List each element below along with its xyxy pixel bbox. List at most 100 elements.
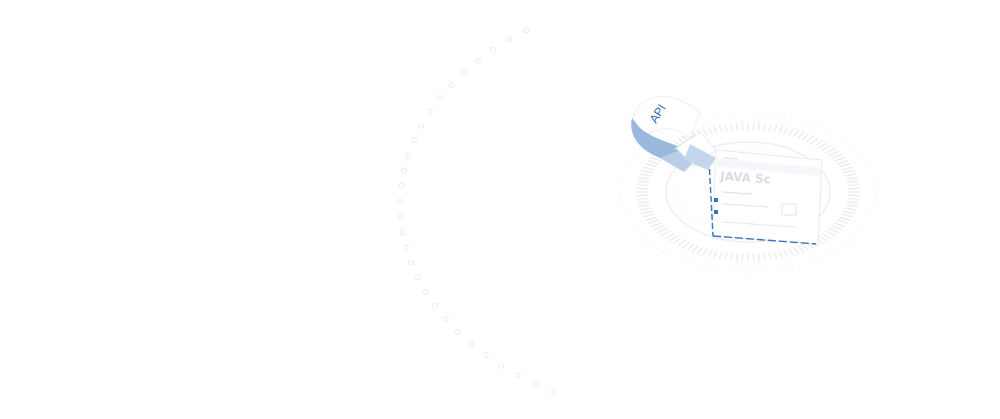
- ring-tick: [768, 252, 772, 261]
- arc-dot: [426, 108, 433, 115]
- ribbon-icon: API: [631, 95, 701, 172]
- arc-dot: [411, 137, 417, 144]
- ring-tick: [664, 232, 674, 240]
- ring-tick: [802, 133, 810, 141]
- ring-tick: [643, 166, 655, 171]
- ring-tick: [839, 163, 851, 168]
- ring-tick: [707, 126, 713, 135]
- ring-tick: [768, 123, 772, 132]
- ring-tick: [844, 173, 857, 177]
- ring-tick: [686, 243, 694, 251]
- ring-tick: [741, 253, 744, 262]
- ring-tick: [763, 123, 767, 131]
- ring-tick: [752, 122, 755, 131]
- ring-tick: [650, 156, 662, 162]
- ring-tick: [802, 243, 810, 251]
- ring-tick: [844, 207, 857, 211]
- ring-tick: [653, 225, 665, 231]
- ring-tick: [668, 235, 678, 242]
- arc-dot: [475, 57, 481, 64]
- window-title-text: JAVA Sc: [719, 169, 771, 187]
- ring-tick: [828, 150, 839, 157]
- arc-dot: [418, 122, 425, 129]
- ring-tick: [641, 210, 654, 215]
- arc-dot: [397, 198, 403, 205]
- ring-tick: [788, 128, 795, 136]
- ring-tick: [773, 251, 778, 260]
- ring-tick: [839, 216, 851, 221]
- ring-tick: [741, 122, 744, 131]
- ring-tick: [757, 253, 761, 262]
- ring-tick: [650, 222, 662, 228]
- ring-tick: [783, 126, 789, 135]
- ring-tick: [845, 177, 858, 180]
- ring-tick: [696, 246, 704, 255]
- ring-tick: [718, 251, 723, 260]
- ring-tick: [814, 139, 824, 147]
- ring-tick: [757, 122, 761, 131]
- ring-tick: [846, 180, 859, 183]
- arc-dot: [532, 381, 539, 388]
- ring-tick: [638, 204, 651, 207]
- dotted-arc-decoration: [397, 27, 557, 395]
- ring-tick: [810, 137, 819, 145]
- arc-dot: [401, 167, 407, 174]
- browser-window-icon: JAVA Sc: [708, 149, 823, 245]
- ring-tick: [643, 213, 655, 218]
- ring-tick: [834, 222, 846, 228]
- ring-tick: [822, 232, 832, 240]
- ring-tick: [701, 248, 708, 256]
- ring-tick: [701, 128, 708, 136]
- arc-dot: [422, 288, 429, 295]
- ring-tick: [657, 227, 668, 234]
- arc-dot: [515, 372, 521, 379]
- arc-dot: [442, 316, 449, 323]
- ring-tick: [645, 163, 657, 168]
- arc-dot: [432, 302, 438, 309]
- ring-tick: [846, 201, 859, 204]
- ring-tick: [729, 123, 733, 131]
- arc-dot: [408, 259, 414, 266]
- ring-tick: [724, 252, 728, 261]
- ring-tick: [639, 207, 652, 211]
- ring-tick: [735, 253, 739, 262]
- arc-dot: [403, 244, 409, 251]
- ring-tick: [792, 129, 800, 138]
- arc-dot: [414, 274, 421, 281]
- arc-dot: [397, 213, 404, 220]
- arc-dot: [461, 69, 467, 76]
- ring-tick: [677, 239, 686, 247]
- ring-tick: [712, 250, 718, 259]
- ring-tick: [752, 253, 755, 262]
- ring-tick: [648, 159, 660, 165]
- ring-tick: [825, 230, 836, 237]
- ring-tick: [788, 248, 795, 256]
- arc-dot: [398, 182, 405, 189]
- arc-dot: [506, 36, 513, 43]
- ring-tick: [778, 125, 784, 134]
- ring-tick: [724, 123, 728, 132]
- arc-dot: [551, 389, 557, 395]
- ring-tick: [845, 204, 858, 207]
- ring-tick: [797, 245, 805, 253]
- ring-tick: [763, 253, 767, 261]
- ring-tick: [836, 219, 848, 225]
- ring-tick: [773, 124, 778, 133]
- ring-tick: [842, 169, 855, 174]
- ring-tick: [831, 153, 843, 159]
- ring-tick: [660, 230, 671, 237]
- arc-dot: [405, 152, 412, 159]
- ring-tick: [648, 219, 660, 225]
- ring-tick: [638, 177, 651, 180]
- ring-tick: [847, 184, 860, 187]
- ring-tick: [834, 156, 846, 162]
- ring-tick: [672, 237, 682, 245]
- ring-tick: [718, 124, 723, 133]
- arc-dot: [498, 362, 505, 369]
- ring-tick: [792, 246, 800, 255]
- ring-tick: [691, 245, 699, 253]
- ring-tick: [645, 216, 657, 221]
- ring-tick: [636, 184, 649, 187]
- arc-dot: [523, 27, 530, 34]
